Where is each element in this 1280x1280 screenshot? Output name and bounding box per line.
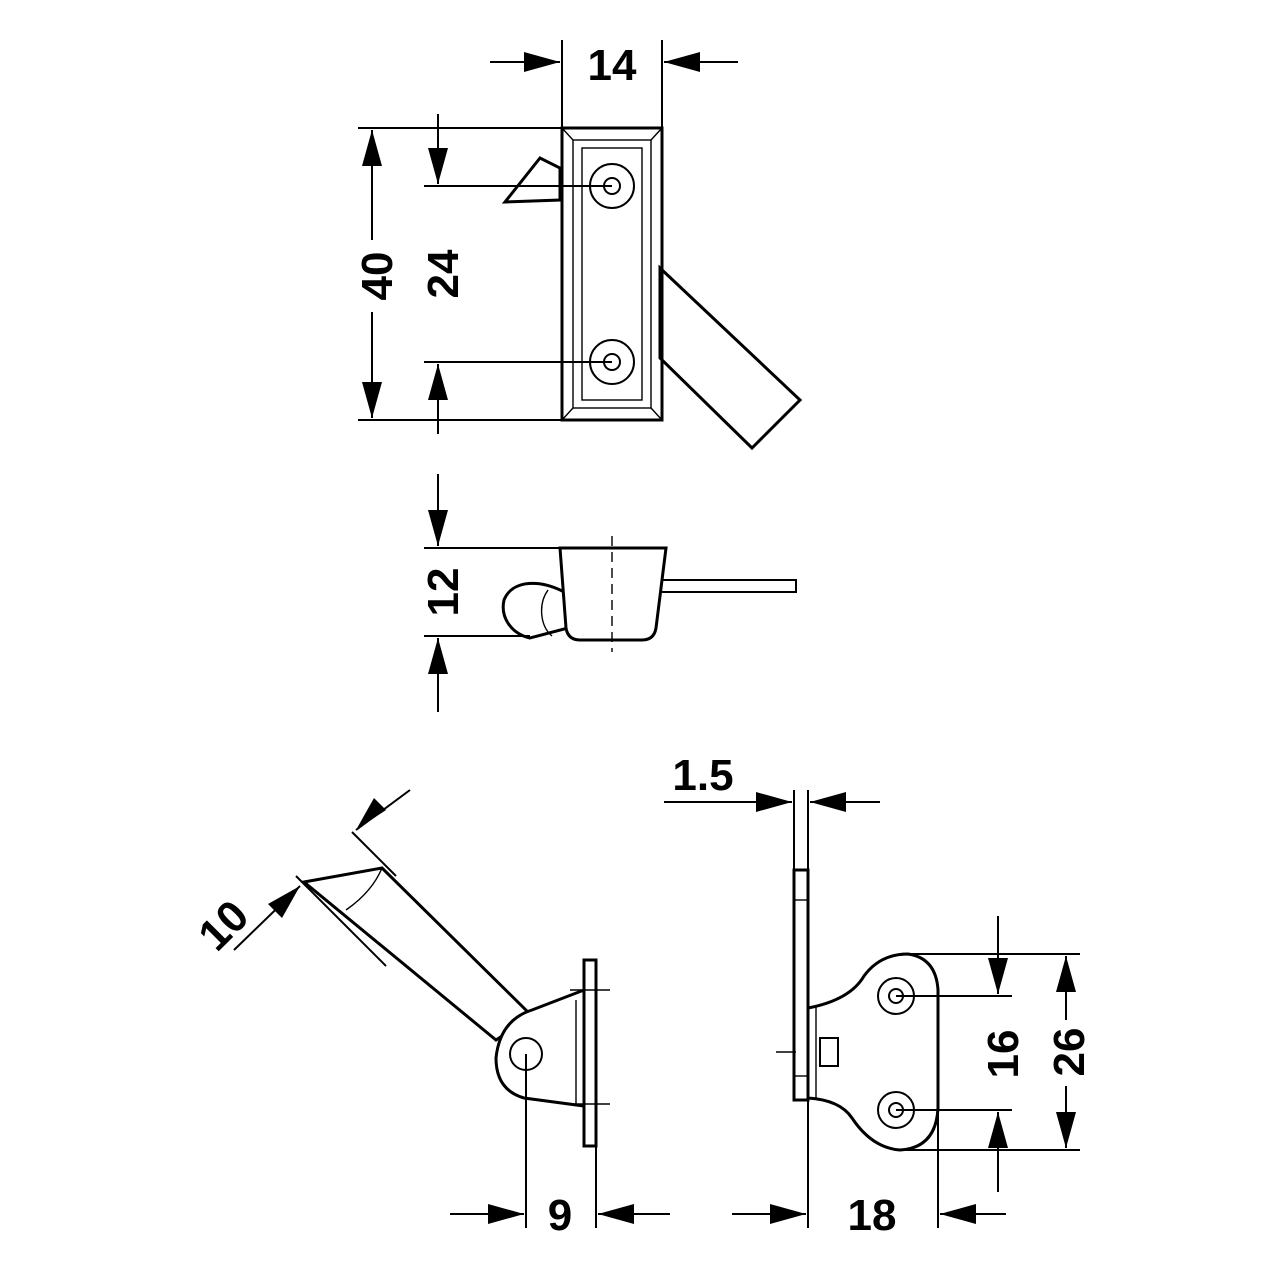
- top-view-plate-recess: [581, 147, 643, 401]
- top-view-arm: [501, 156, 562, 204]
- dim-bracket-hole-spacing: 16: [979, 1030, 1028, 1079]
- dim-pivot-offset: 9: [548, 1191, 572, 1240]
- side-view-cup: [558, 546, 668, 642]
- dim-overall-height: 40: [353, 252, 402, 301]
- dim-side-height: 12: [419, 568, 468, 617]
- dim-hole-spacing: 24: [419, 249, 468, 298]
- dim-depth: 18: [848, 1191, 897, 1240]
- side-view-rod: [649, 579, 797, 593]
- bracket-body: [806, 952, 940, 1152]
- side-view-knob: [501, 581, 570, 640]
- dim-top-width: 14: [588, 41, 637, 90]
- dim-bracket-height: 26: [1045, 1028, 1094, 1077]
- top-view-plate: [560, 126, 664, 422]
- bracket-plate: [792, 868, 810, 1102]
- arm-body: [300, 866, 535, 1042]
- front-arm-view: 10 9: [189, 789, 670, 1240]
- bracket-tab: [819, 1037, 839, 1067]
- arm-plate: [582, 958, 598, 1148]
- top-view-plate-inner: [572, 139, 652, 409]
- top-view-arm-lower: [658, 264, 803, 451]
- dim-arm-width: 10: [189, 891, 258, 960]
- dim-plate-thickness: 1.5: [672, 751, 733, 800]
- side-view: 12: [419, 474, 797, 712]
- bracket-view: 1.5 18 16 26: [664, 751, 1094, 1240]
- top-view: 14 40 24: [353, 40, 803, 451]
